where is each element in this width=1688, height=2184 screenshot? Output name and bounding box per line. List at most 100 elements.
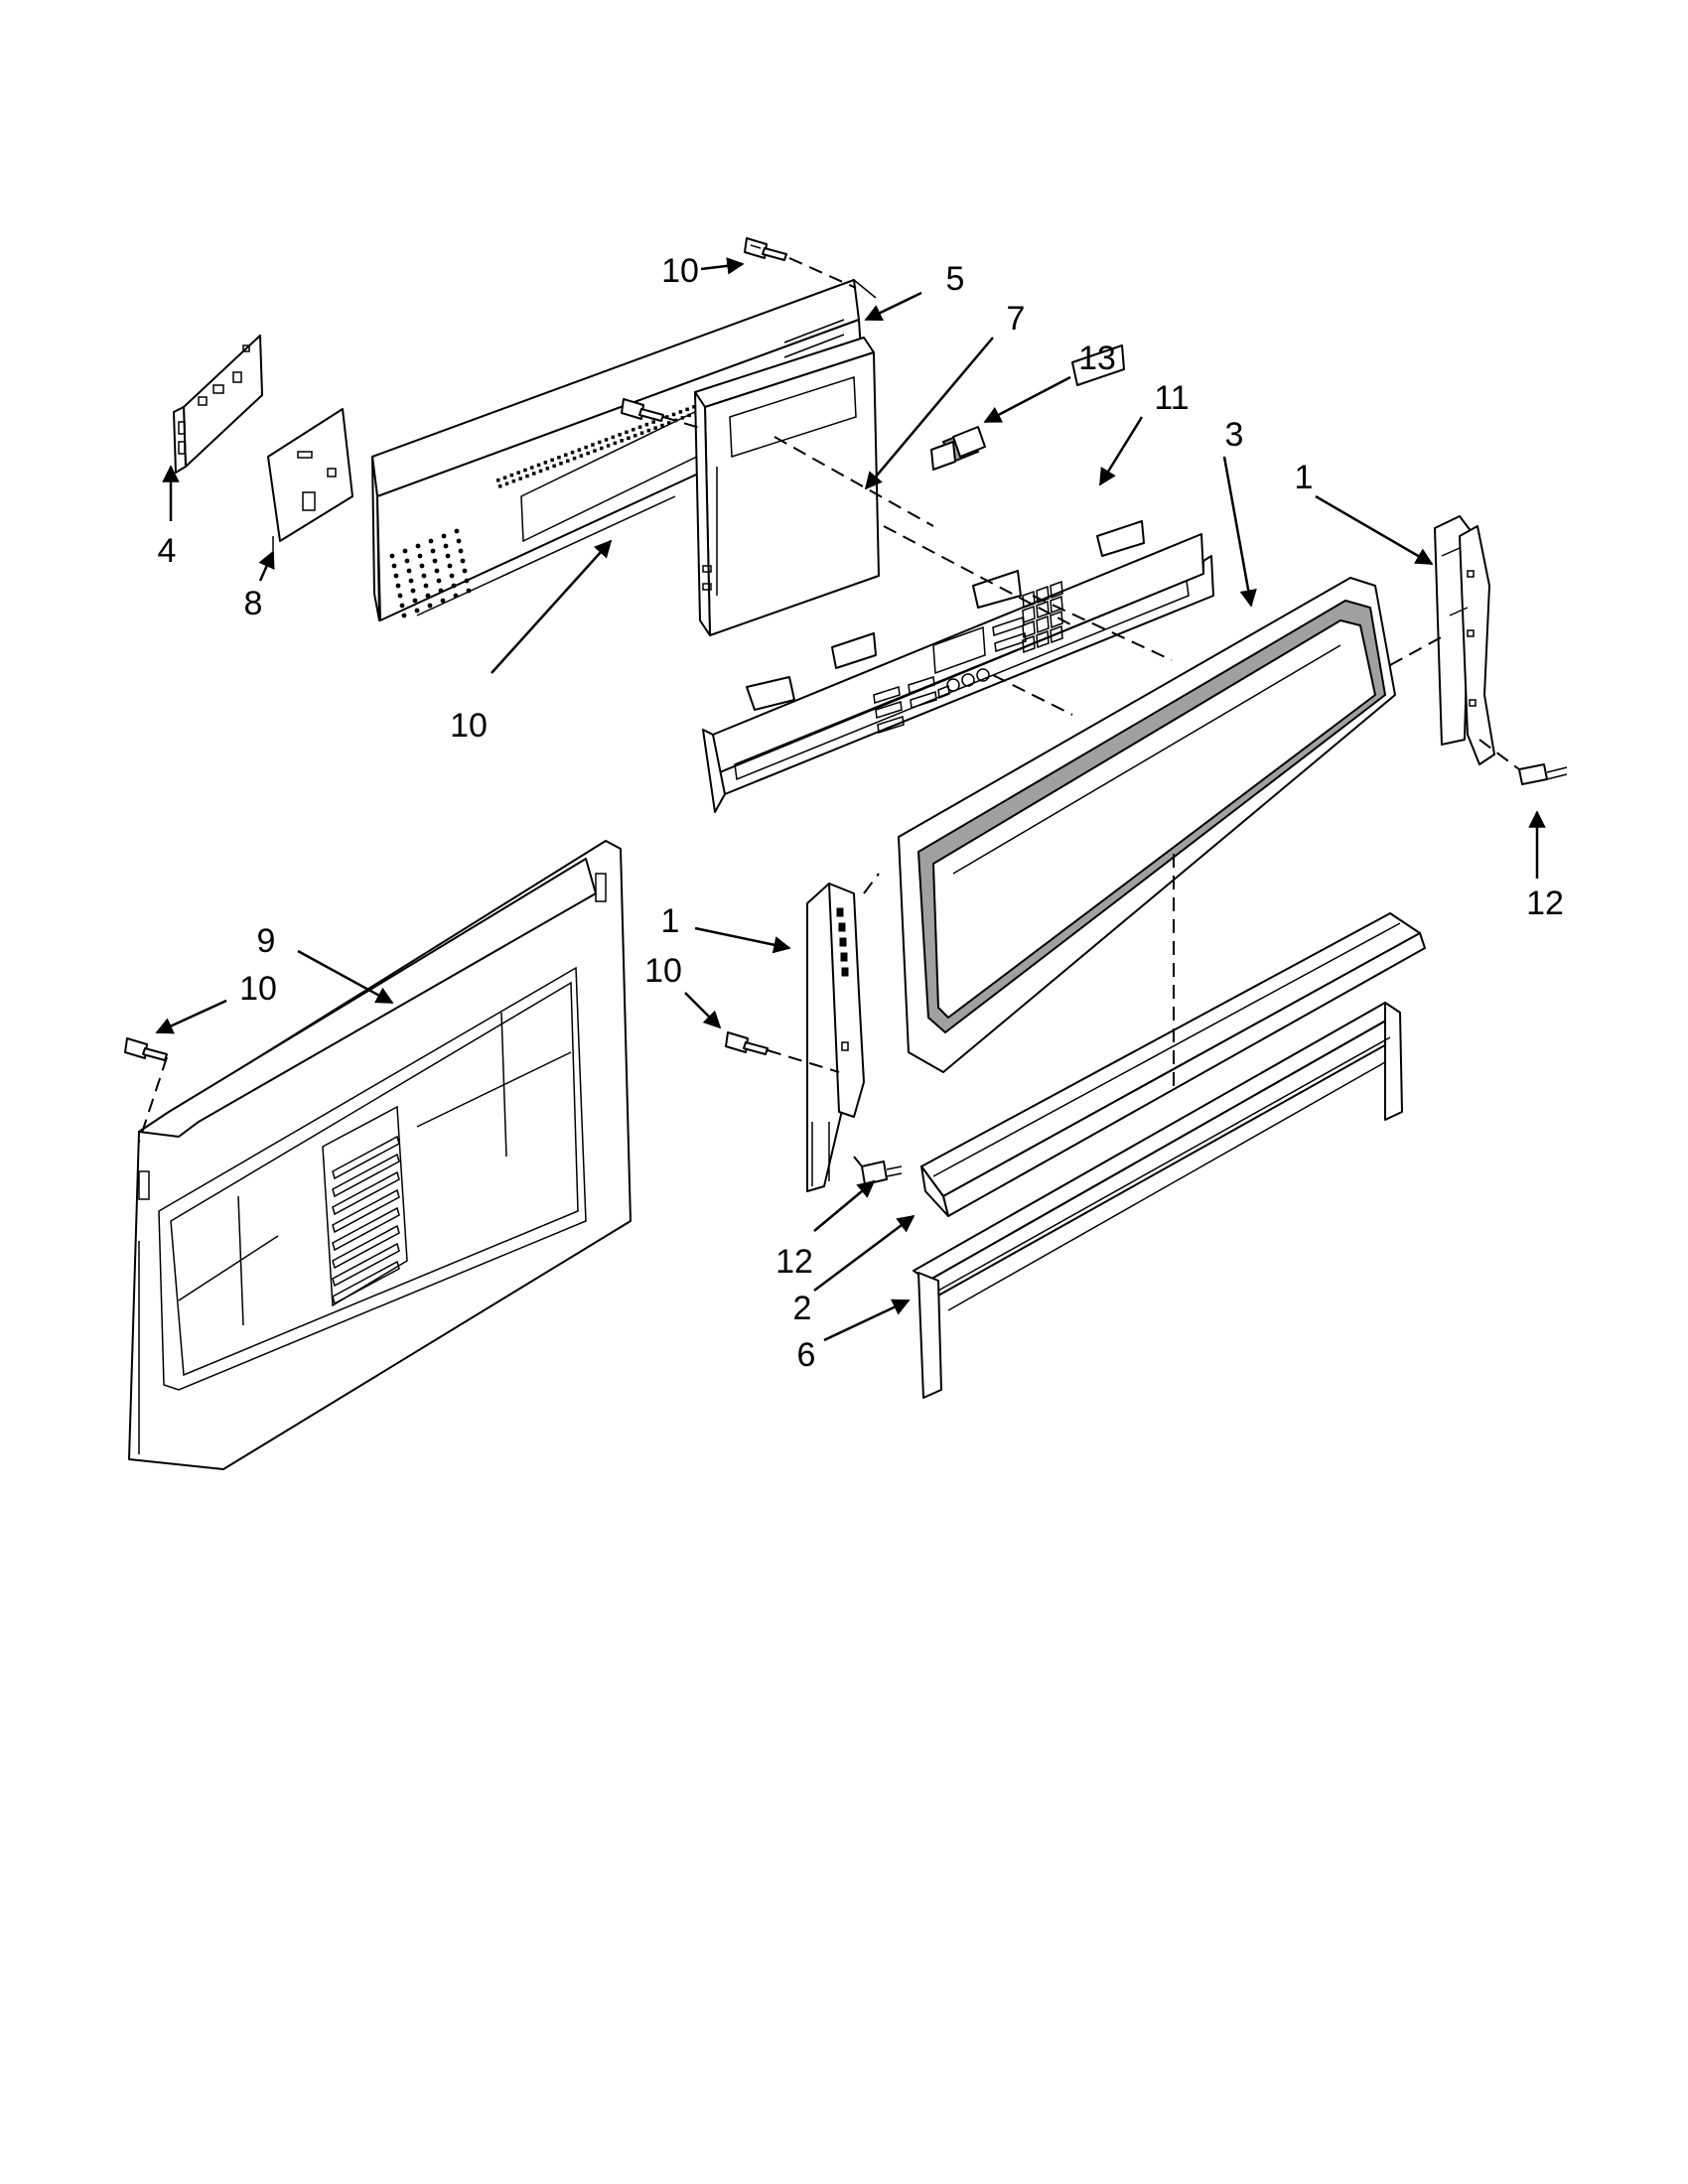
vent-louvers — [332, 1135, 400, 1305]
vent-hole — [502, 476, 507, 479]
grid-hole — [454, 528, 460, 534]
grid-hole — [415, 543, 421, 549]
grid-hole — [456, 538, 462, 544]
callout-11: 11 — [1154, 379, 1189, 417]
vent-hole — [586, 451, 590, 456]
vent-hole — [557, 456, 561, 460]
part-8-board-bracket — [267, 408, 353, 551]
vent-hole — [606, 444, 611, 448]
part-1-right-end-cap — [1434, 515, 1495, 765]
keypad-key — [1036, 614, 1050, 634]
callouts: 10 5 7 13 11 3 1 4 8 10 12 9 10 1 10 12 … — [158, 252, 1564, 1374]
part-2-channel — [920, 912, 1426, 1217]
grid-hole — [391, 563, 397, 569]
screw-10-top — [744, 237, 787, 261]
callout-9: 9 — [257, 922, 276, 960]
leader-lines — [155, 257, 1546, 1342]
vent-hole — [543, 461, 548, 465]
keypad-key — [1050, 610, 1063, 629]
part-13-connector — [930, 426, 986, 471]
vent-hole — [646, 428, 651, 433]
vent-hole — [598, 440, 602, 445]
grid-hole — [423, 583, 429, 589]
grid-hole — [428, 538, 434, 544]
grid-hole — [458, 548, 464, 554]
louver-slot — [332, 1260, 400, 1305]
keypad-key — [1036, 629, 1050, 649]
louver-slot — [332, 1206, 400, 1252]
louver-slot — [332, 1170, 400, 1216]
grid-hole — [447, 563, 453, 569]
vent-hole — [516, 471, 520, 475]
vent-hole — [644, 422, 649, 427]
vent-hole — [532, 472, 536, 476]
vent-hole — [613, 441, 618, 446]
vent-hole — [611, 435, 616, 440]
grid-hole — [464, 578, 470, 584]
vent-hole — [504, 481, 509, 485]
vent-hole — [685, 407, 689, 412]
vent-hole — [593, 449, 597, 453]
grid-hole — [404, 558, 410, 564]
part-11-control-panel — [702, 344, 1214, 813]
callout-7: 7 — [1007, 300, 1026, 338]
grid-hole — [397, 593, 403, 599]
vent-hole — [625, 430, 629, 435]
grid-hole — [412, 598, 418, 604]
keypad-key — [1022, 619, 1036, 639]
grid-hole — [395, 583, 401, 589]
part-9-rear-panel — [128, 840, 632, 1470]
vent-hole — [577, 448, 582, 452]
callout-10-right: 10 — [644, 952, 682, 990]
vent-hole — [618, 433, 622, 437]
grid-hole — [414, 608, 420, 614]
grid-hole — [393, 573, 399, 579]
louver-slot — [332, 1188, 400, 1234]
vent-hole — [678, 410, 683, 414]
part-3-trim — [898, 577, 1396, 1073]
vent-hole — [584, 445, 588, 450]
vent-hole — [633, 434, 637, 438]
screw-10-middle — [621, 398, 664, 422]
vent-hole — [637, 425, 642, 429]
keypad-key — [1050, 580, 1063, 600]
grid-hole — [445, 553, 451, 559]
grid-hole — [402, 548, 408, 554]
keypad-key — [1022, 590, 1036, 610]
grid-hole — [427, 603, 433, 609]
vent-hole — [660, 423, 664, 428]
callout-10-left: 10 — [239, 970, 277, 1008]
part-6-bracket — [913, 1002, 1403, 1399]
vent-hole — [572, 456, 577, 461]
grid-hole — [440, 598, 446, 604]
keypad-key — [1050, 624, 1063, 644]
part-7-control-housing — [694, 337, 880, 636]
vent-hole — [564, 453, 568, 457]
screw-10-left — [124, 1037, 168, 1061]
callout-13: 13 — [1078, 340, 1116, 377]
callout-10-middle: 10 — [450, 707, 488, 745]
grid-hole — [434, 568, 440, 574]
vent-hole — [509, 473, 514, 478]
part-4-control-board — [173, 335, 263, 474]
grid-hole — [453, 593, 459, 599]
vent-hole — [591, 443, 595, 447]
vent-hole — [550, 458, 554, 463]
grid-hole — [443, 543, 449, 549]
callout-6: 6 — [797, 1336, 816, 1374]
vent-hole — [600, 446, 604, 451]
grid-hole — [406, 568, 412, 574]
part-12-left-terminal — [861, 1160, 903, 1185]
grid-hole — [462, 568, 468, 574]
grid-hole — [399, 603, 405, 609]
louver-slot — [332, 1135, 400, 1180]
vent-hole — [579, 454, 584, 458]
callout-12-left: 12 — [775, 1243, 813, 1281]
callout-8: 8 — [244, 585, 263, 622]
vent-hole — [538, 469, 543, 474]
grid-hole — [449, 573, 455, 579]
vent-hole — [639, 431, 644, 435]
vent-hole — [498, 484, 502, 488]
callout-12-right: 12 — [1526, 885, 1564, 922]
